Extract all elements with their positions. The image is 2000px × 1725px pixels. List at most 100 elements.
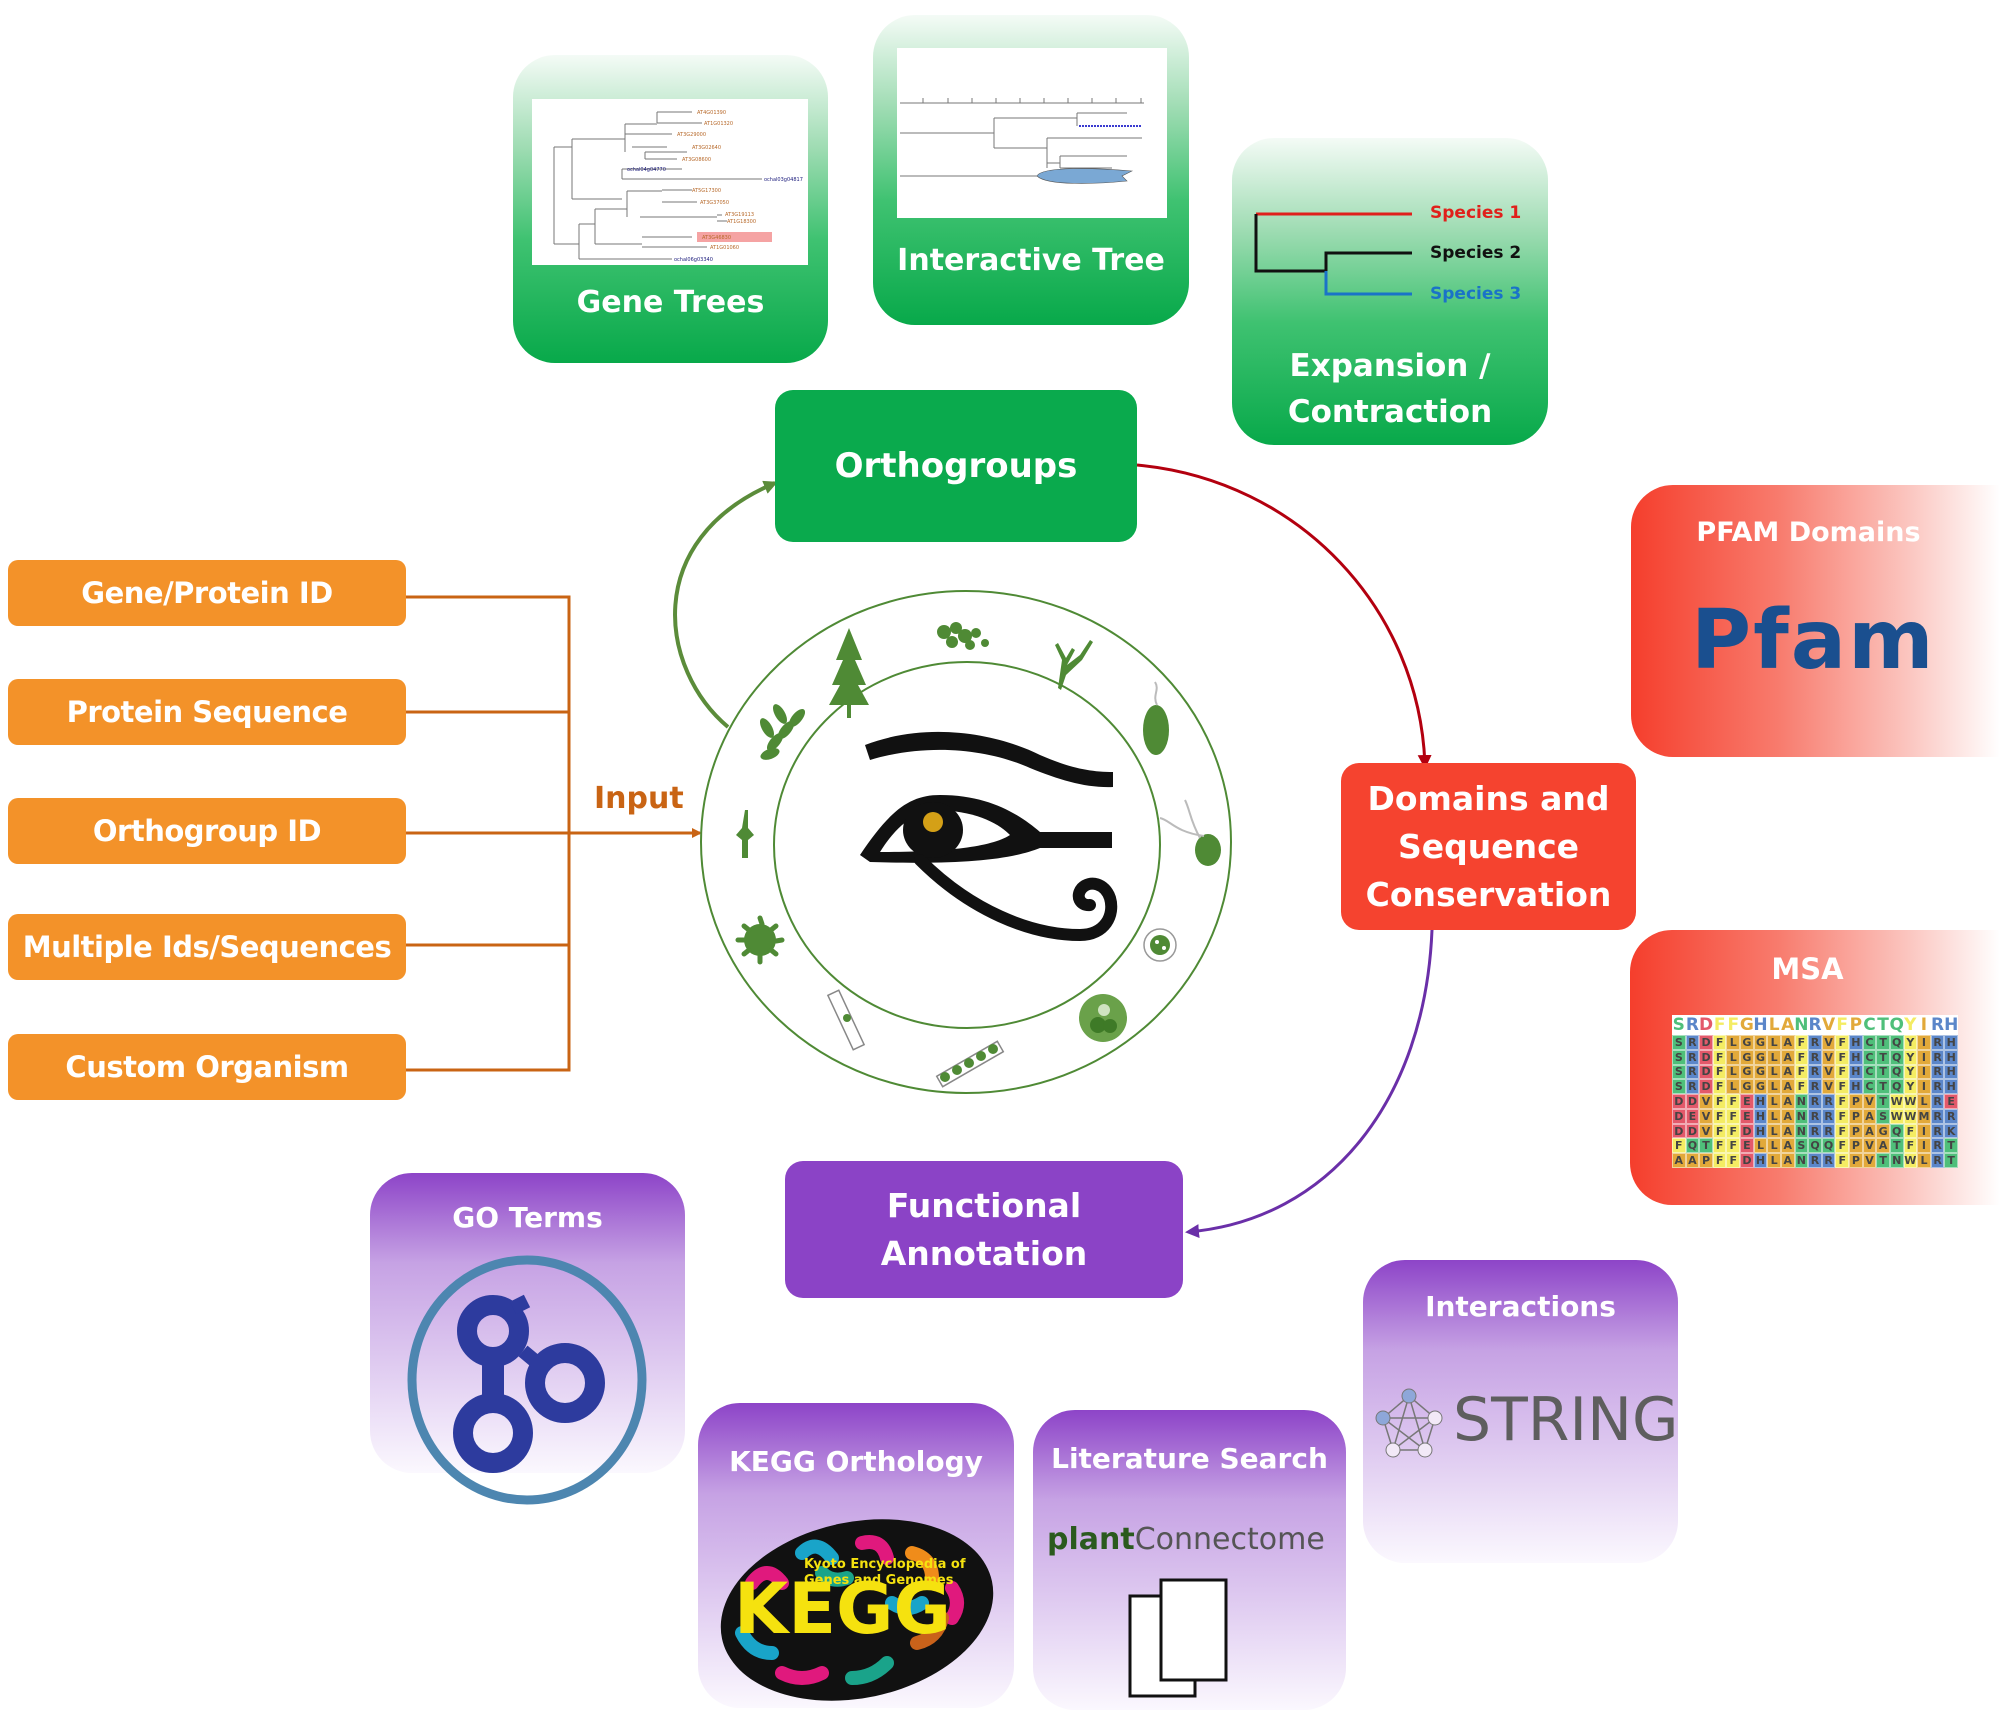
domains-node[interactable]: Domains and Sequence Conservation: [1341, 763, 1636, 930]
chlamydomonas-icon: [1195, 834, 1221, 866]
go-terms-title: GO Terms: [452, 1201, 603, 1234]
msa-residue: G: [1740, 1035, 1754, 1050]
go-logo-icon: [407, 1255, 647, 1505]
functional-annotation-node[interactable]: Functional Annotation: [785, 1161, 1183, 1298]
msa-logo-letter: D: [1698, 1015, 1714, 1035]
msa-residue: A: [1780, 1138, 1795, 1154]
msa-logo-letter: L: [1768, 1015, 1780, 1035]
msa-residue: F: [1835, 1123, 1850, 1139]
svg-text:AT1G01320: AT1G01320: [704, 121, 733, 127]
input-gene-protein-id[interactable]: Gene/Protein ID: [8, 560, 406, 626]
msa-residue: F: [1835, 1064, 1850, 1080]
msa-residue: R: [1685, 1064, 1700, 1080]
input-custom-organism[interactable]: Custom Organism: [8, 1034, 406, 1100]
msa-residue: Y: [1903, 1035, 1918, 1050]
msa-logo-letter: R: [1931, 1015, 1945, 1035]
kegg-subtitle-line2: Genes and Genomes: [804, 1573, 954, 1588]
msa-residue: R: [1808, 1035, 1822, 1050]
string-network-icon: [1375, 1388, 1443, 1458]
msa-residue: D: [1672, 1094, 1686, 1109]
msa-residue: F: [1712, 1064, 1727, 1080]
kegg-logo-icon: KEGG Kyoto Encyclopedia of Genes and Gen…: [720, 1519, 994, 1701]
msa-residue: F: [1712, 1123, 1727, 1139]
msa-residue: T: [1876, 1153, 1890, 1168]
input-bracket: [406, 595, 571, 1072]
pfam-title: PFAM Domains: [1696, 517, 1921, 548]
input-label: Gene/Protein ID: [81, 576, 333, 610]
msa-residue: R: [1808, 1064, 1822, 1080]
msa-residue: A: [1862, 1123, 1877, 1139]
logo-plant: plant: [1047, 1522, 1135, 1557]
expansion-title-line1: Expansion /: [1289, 348, 1491, 384]
green-alga-cell-icon: [1143, 705, 1169, 755]
pfam-domains-card[interactable]: PFAM Domains Pfam: [1631, 485, 2000, 757]
moss-sporophyte-icon: [736, 810, 754, 858]
kegg-orthology-card[interactable]: KEGG Orthology KEGG Kyoto Encyclopedia o…: [698, 1403, 1014, 1708]
msa-residue: H: [1849, 1035, 1863, 1050]
msa-residue: H: [1944, 1049, 1958, 1065]
orthogroups-node[interactable]: Orthogroups: [775, 390, 1137, 542]
msa-logo-letter: V: [1822, 1015, 1836, 1035]
msa-residue: T: [1876, 1064, 1890, 1080]
msa-residue: G: [1740, 1049, 1754, 1065]
go-terms-card[interactable]: GO Terms: [370, 1173, 685, 1505]
literature-title: Literature Search: [1051, 1442, 1328, 1475]
msa-residue: R: [1685, 1035, 1700, 1050]
msa-residue: F: [1712, 1079, 1727, 1095]
msa-residue: F: [1726, 1094, 1741, 1109]
msa-residue: A: [1862, 1108, 1877, 1124]
input-label: Protein Sequence: [66, 695, 348, 729]
msa-residue: L: [1726, 1079, 1741, 1095]
msa-residue: Y: [1903, 1049, 1918, 1065]
msa-residue: F: [1672, 1138, 1686, 1154]
msa-residue: R: [1821, 1108, 1836, 1124]
msa-title: MSA: [1771, 952, 1844, 986]
msa-residue: R: [1930, 1153, 1945, 1168]
msa-residue: L: [1726, 1049, 1741, 1065]
msa-residue: Q: [1889, 1123, 1904, 1139]
msa-residue: C: [1862, 1079, 1877, 1095]
msa-residue: D: [1672, 1123, 1686, 1139]
arrow-to-orthogroups: [673, 480, 778, 729]
interactions-card[interactable]: Interactions STRING: [1363, 1260, 1679, 1563]
input-protein-sequence[interactable]: Protein Sequence: [8, 679, 406, 745]
inner-ring: [773, 661, 1161, 1029]
msa-residue: F: [1712, 1153, 1727, 1168]
svg-text:AT5G17300: AT5G17300: [692, 188, 721, 194]
logo-connectome: Connectome: [1134, 1522, 1325, 1557]
msa-residue: S: [1876, 1108, 1890, 1124]
msa-residue: F: [1712, 1108, 1727, 1124]
input-multiple-ids-sequences[interactable]: Multiple Ids/Sequences: [8, 914, 406, 980]
msa-residue: R: [1685, 1049, 1700, 1065]
msa-residue: Q: [1821, 1138, 1836, 1154]
msa-residue: A: [1780, 1079, 1795, 1095]
msa-residue: H: [1753, 1153, 1768, 1168]
msa-logo-letter: H: [1753, 1015, 1768, 1035]
msa-residue: S: [1794, 1138, 1809, 1154]
msa-residue: H: [1753, 1108, 1768, 1124]
msa-residue: L: [1726, 1064, 1741, 1080]
msa-residue: P: [1699, 1153, 1713, 1168]
gene-trees-title: Gene Trees: [576, 285, 765, 320]
msa-residue: A: [1780, 1153, 1795, 1168]
msa-residue: S: [1672, 1049, 1686, 1065]
svg-text:AT3G46830: AT3G46830: [702, 235, 731, 241]
msa-residue: G: [1753, 1049, 1768, 1065]
msa-residue: T: [1944, 1138, 1958, 1154]
msa-residue: A: [1780, 1108, 1795, 1124]
input-orthogroup-id[interactable]: Orthogroup ID: [8, 798, 406, 864]
msa-residue: V: [1862, 1138, 1877, 1154]
interactive-tree-card[interactable]: Interactive Tree: [873, 15, 1189, 325]
svg-text:AT1G18300: AT1G18300: [727, 219, 756, 225]
msa-residue: A: [1672, 1153, 1686, 1168]
expansion-contraction-card[interactable]: Species 1 Species 2 Species 3 Expansion …: [1232, 138, 1548, 445]
literature-search-card[interactable]: Literature Search plantConnectome: [1033, 1410, 1346, 1710]
msa-residue: E: [1944, 1094, 1958, 1109]
msa-residue: L: [1767, 1035, 1781, 1050]
msa-residue: L: [1767, 1123, 1781, 1139]
msa-residue: D: [1699, 1049, 1713, 1065]
msa-residue: L: [1917, 1094, 1931, 1109]
msa-residue: R: [1930, 1094, 1945, 1109]
